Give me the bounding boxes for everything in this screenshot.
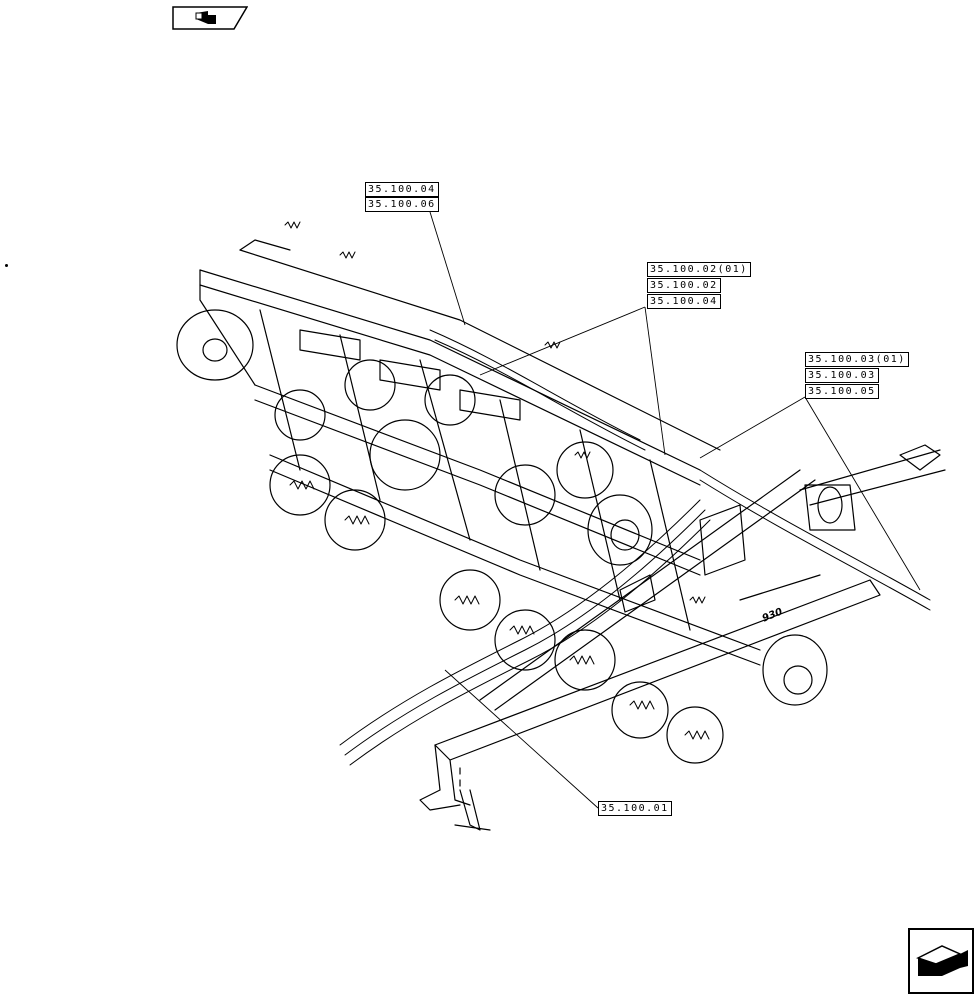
ref-callout[interactable]: 35.100.04: [365, 182, 439, 197]
ref-callout[interactable]: 35.100.04: [647, 294, 721, 309]
previous-page-icon[interactable]: [172, 6, 249, 30]
front-extension: [799, 444, 946, 531]
leader-lines: [429, 211, 921, 809]
disc-blades: [269, 359, 724, 764]
shank-springs: [284, 221, 710, 740]
hydraulic-hoses: [339, 329, 931, 766]
hitch-tongue: [419, 469, 881, 831]
ref-callout[interactable]: 35.100.02: [647, 278, 721, 293]
ref-callout[interactable]: 35.100.03: [805, 368, 879, 383]
ref-callout[interactable]: 35.100.06: [365, 197, 439, 212]
transport-wheels: [176, 309, 843, 706]
ref-callout[interactable]: 35.100.05: [805, 384, 879, 399]
rear-frame: [199, 239, 761, 666]
stray-dot: [5, 264, 8, 267]
next-page-icon[interactable]: [908, 928, 974, 994]
ref-callout[interactable]: 35.100.02(01): [647, 262, 751, 277]
ref-callout[interactable]: 35.100.01: [598, 801, 672, 816]
ref-callout[interactable]: 35.100.03(01): [805, 352, 909, 367]
